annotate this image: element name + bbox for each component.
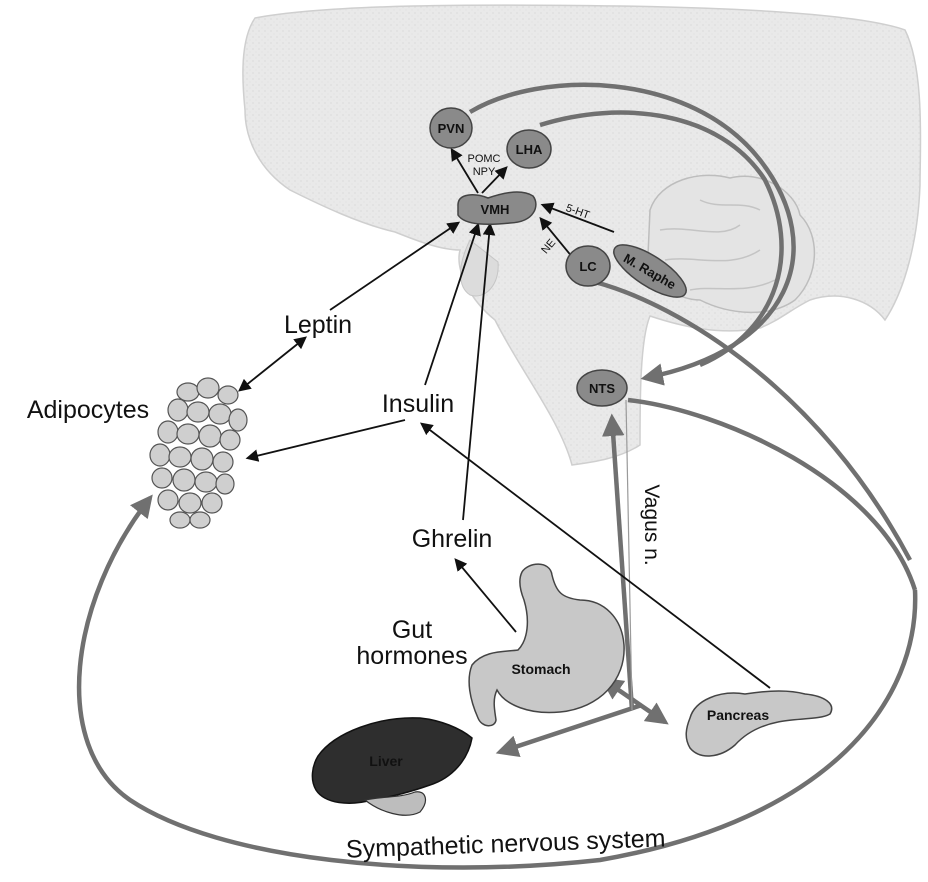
- stomach-to-ghrelin-arrow: [456, 560, 516, 632]
- vagus-nerve-label: Vagus n.: [640, 484, 663, 565]
- stomach-label: Stomach: [511, 661, 570, 677]
- adipocytes-cluster: [150, 378, 247, 528]
- gut-hormones-label-line1: Gut: [392, 616, 432, 644]
- insulin-label: Insulin: [382, 390, 454, 418]
- pvn-label: PVN: [438, 121, 465, 136]
- npy-label: NPY: [473, 166, 496, 178]
- adipocytes-leptin-arrow: [240, 338, 305, 390]
- lha-label: LHA: [516, 142, 543, 157]
- insulin-to-adipocytes-arrow: [248, 420, 405, 458]
- pancreas-organ[interactable]: [686, 691, 831, 756]
- pomc-label: POMC: [468, 153, 501, 165]
- lc-label: LC: [579, 259, 597, 274]
- ghrelin-label: Ghrelin: [412, 525, 493, 553]
- pancreas-label: Pancreas: [707, 707, 769, 723]
- gut-hormones-label-line2: hormones: [356, 642, 467, 670]
- adipocytes-label: Adipocytes: [27, 396, 149, 424]
- nts-label: NTS: [589, 381, 615, 396]
- vagus-to-liver: [500, 705, 642, 752]
- liver-label: Liver: [369, 753, 403, 769]
- leptin-label: Leptin: [284, 311, 352, 339]
- leptin-to-vmh-arrow: [330, 223, 458, 310]
- vmh-label: VMH: [481, 202, 510, 217]
- stomach-organ[interactable]: [469, 564, 624, 726]
